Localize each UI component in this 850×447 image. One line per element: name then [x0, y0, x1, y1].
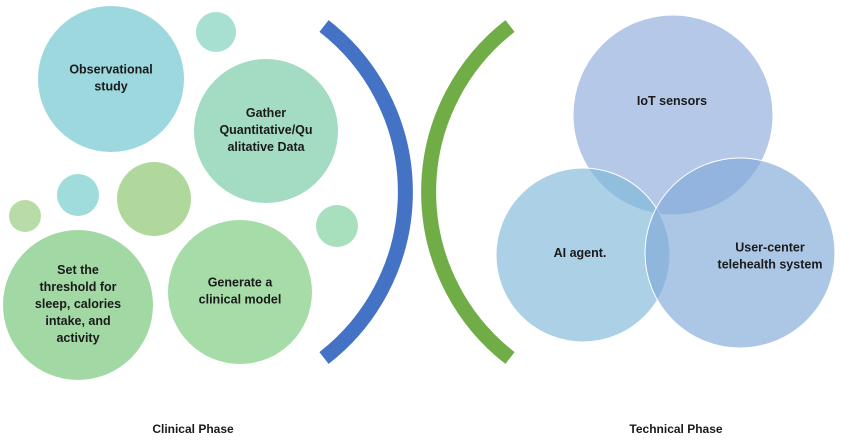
label-line: clinical model	[199, 293, 282, 307]
clinical-phase-label: Clinical Phase	[152, 422, 234, 436]
decor-circle	[57, 174, 99, 216]
label-line: threshold for	[39, 280, 116, 294]
threshold-label: Set the threshold for sleep, calories intak…	[35, 263, 121, 345]
label-line: alitative Data	[227, 140, 305, 154]
telehealth-label: User-center telehealth system	[718, 241, 823, 272]
label-line: study	[94, 80, 127, 94]
green-bracket-arc	[421, 20, 515, 364]
technical-phase-label: Technical Phase	[629, 422, 722, 436]
observational-study-label: Observational study	[69, 63, 152, 94]
decor-circle	[9, 200, 41, 232]
decor-circle	[196, 12, 236, 52]
telehealth-circle	[644, 157, 836, 349]
clinical-step-threshold: Set the threshold for sleep, calories intak…	[3, 230, 153, 380]
label-line: Set the	[57, 263, 99, 277]
label-line: AI agent.	[554, 246, 607, 260]
label-line: telehealth system	[718, 258, 823, 272]
clinical-step-observational: Observational study	[38, 6, 184, 152]
label-line: User-center	[735, 241, 805, 255]
iot-sensors-label: IoT sensors	[637, 94, 707, 108]
label-line: activity	[56, 331, 99, 345]
blue-bracket-arc	[319, 20, 413, 364]
label-line: Observational	[69, 63, 152, 77]
label-line: sleep, calories	[35, 297, 121, 311]
decor-circle	[316, 205, 358, 247]
decor-circle	[117, 162, 191, 236]
label-line: Gather	[246, 106, 286, 120]
generate-model-label: Generate a clinical model	[199, 276, 282, 307]
clinical-step-generate: Generate a clinical model	[168, 220, 312, 364]
label-line: IoT sensors	[637, 94, 707, 108]
ai-agent-label: AI agent.	[554, 246, 607, 260]
label-line: Generate a	[208, 276, 274, 290]
label-line: intake, and	[45, 314, 110, 328]
label-line: Quantitative/Qu	[219, 123, 312, 137]
technical-venn: IoT sensors AI agent. User-center telehea…	[495, 14, 836, 349]
